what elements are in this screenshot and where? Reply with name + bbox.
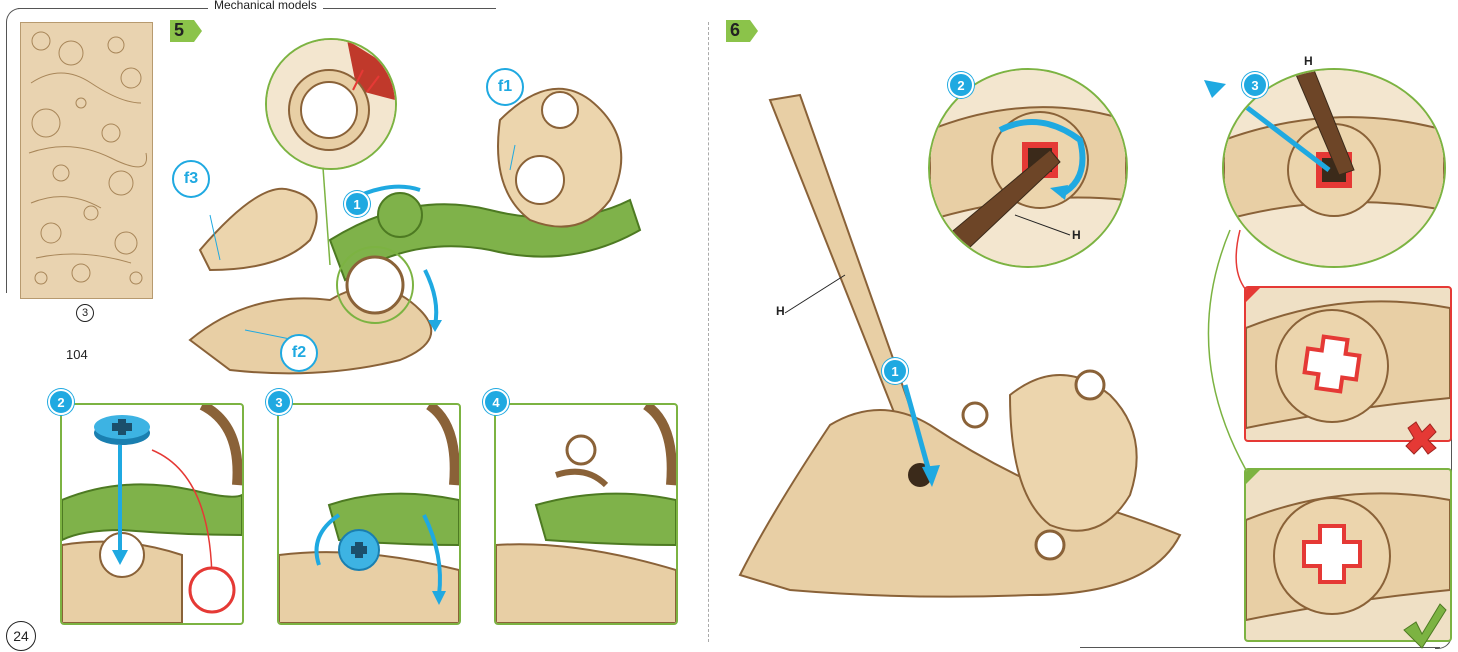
detail-ring-drawing bbox=[267, 40, 395, 168]
panel-4-badge: 4 bbox=[483, 389, 509, 415]
step-6-illustration bbox=[738, 93, 1182, 598]
page-corner-left bbox=[6, 8, 21, 293]
sheet-number: 3 bbox=[76, 304, 94, 322]
correct-example-box bbox=[1244, 468, 1452, 642]
step-6-badge-3: 3 bbox=[1242, 72, 1268, 98]
callout-f1: f1 bbox=[486, 68, 524, 106]
page-divider bbox=[708, 22, 709, 642]
detail-connectors bbox=[1207, 229, 1247, 471]
panel-4-drawing bbox=[496, 405, 676, 623]
wrong-example-drawing bbox=[1246, 288, 1450, 430]
step-5-panel-4 bbox=[494, 403, 678, 625]
panel-3-drawing bbox=[279, 405, 459, 623]
cross-icon bbox=[1405, 421, 1437, 455]
callout-f2: f2 bbox=[280, 334, 318, 372]
parts-sheet-pattern bbox=[28, 31, 148, 285]
footer-rule bbox=[1080, 647, 1440, 648]
panel-2-badge: 2 bbox=[48, 389, 74, 415]
step-5-detail-circle bbox=[265, 38, 397, 170]
tool-label-h-main: H bbox=[776, 304, 785, 318]
arrow-icon bbox=[1204, 80, 1226, 98]
step-6-detail-circle-3 bbox=[1222, 68, 1446, 268]
step-5-tag: 5 bbox=[170, 20, 202, 42]
check-icon bbox=[1403, 603, 1447, 649]
step-6-badge-2: 2 bbox=[948, 72, 974, 98]
part-104-drawing bbox=[94, 415, 150, 445]
detail-3-drawing bbox=[1224, 70, 1444, 266]
step-6-detail-circle-2 bbox=[928, 68, 1128, 268]
correct-example-drawing bbox=[1246, 470, 1450, 622]
step-6-tag: 6 bbox=[726, 20, 758, 42]
step-6-badge-1: 1 bbox=[882, 358, 908, 384]
panel-3-badge: 3 bbox=[266, 389, 292, 415]
part-104-label: 104 bbox=[66, 347, 88, 362]
step-5-panel-2 bbox=[60, 403, 244, 625]
step-5-panel-3 bbox=[277, 403, 461, 625]
step-tag-shape bbox=[170, 20, 202, 42]
tool-label-h-detail2: H bbox=[1072, 228, 1081, 242]
page-header-title: Mechanical models bbox=[208, 0, 323, 12]
step-tag-shape bbox=[726, 20, 758, 42]
callout-f3: f3 bbox=[172, 160, 210, 198]
tool-label-h-detail3: H bbox=[1304, 54, 1313, 68]
parts-sheet-thumbnail bbox=[20, 22, 153, 299]
detail-2-drawing bbox=[930, 70, 1126, 266]
page-number: 24 bbox=[6, 621, 36, 651]
step-5-illustration bbox=[188, 87, 642, 375]
step-5-badge-1: 1 bbox=[344, 191, 370, 217]
step-6-number: 6 bbox=[730, 20, 741, 40]
panel-2-drawing bbox=[62, 405, 242, 623]
wrong-example-box bbox=[1244, 286, 1452, 442]
step-5-number: 5 bbox=[174, 20, 185, 40]
